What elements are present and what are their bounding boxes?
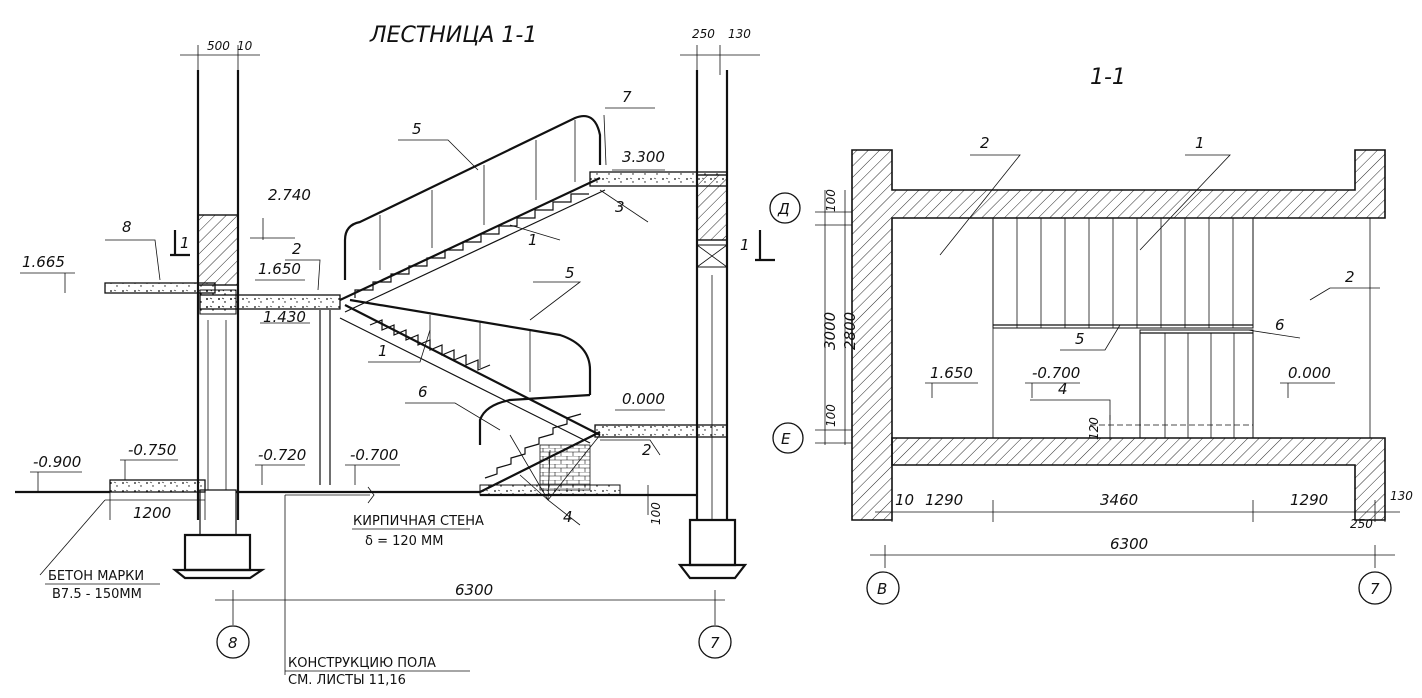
floor-note-line1: КОНСТРУКЦИЮ ПОЛА bbox=[288, 656, 436, 671]
plan-axis-7: 7 bbox=[1370, 580, 1380, 598]
plan-dim-6300: 6300 bbox=[1110, 535, 1148, 553]
plan-axis-B: В bbox=[877, 580, 887, 598]
plan-title: 1-1 bbox=[1090, 65, 1126, 90]
dim-130: 130 bbox=[728, 27, 751, 41]
plan-axis-D: Д bbox=[777, 200, 790, 218]
top-dims-left: 500 10 bbox=[180, 39, 260, 75]
level-3300: 3.300 bbox=[622, 148, 665, 166]
level-0000: 0.000 bbox=[622, 390, 665, 408]
plan-dim-130: 130 bbox=[1390, 489, 1413, 503]
plan-callout-6: 6 bbox=[1275, 316, 1285, 334]
plan-dim-3000: 3000 bbox=[821, 312, 839, 350]
plan-callouts: 1 2 2 4 5 6 1.650 -0.700 0.000 bbox=[925, 134, 1380, 420]
plan-walls bbox=[851, 149, 1386, 521]
dim-6300-section: 6300 bbox=[455, 581, 493, 599]
plan-dim-1290-right: 1290 bbox=[1290, 491, 1328, 509]
callout-5-lower: 5 bbox=[565, 264, 575, 282]
plan-stair-flights bbox=[992, 217, 1254, 439]
plan-dim-120: 120 bbox=[1087, 417, 1101, 440]
callout-1-lower: 1 bbox=[378, 342, 388, 360]
level-minus-0720: -0.720 bbox=[258, 446, 306, 464]
plan-dim-10: 10 bbox=[895, 491, 914, 509]
plan-callout-2-left: 2 bbox=[980, 134, 990, 152]
plan-dim-2800: 2800 bbox=[841, 312, 859, 350]
plan-dim-100-top: 100 bbox=[824, 189, 838, 212]
section-title: ЛЕСТНИЦА 1-1 bbox=[369, 23, 537, 48]
brick-wall-label: КИРПИЧНАЯ СТЕНА bbox=[353, 514, 484, 529]
dim-500: 500 bbox=[207, 39, 230, 53]
plan-axis-E: Е bbox=[781, 430, 791, 448]
section-bottom-dims: 1200 100 6300 8 7 bbox=[105, 485, 732, 659]
plan-dim-100-bottom: 100 bbox=[824, 404, 838, 427]
dim-100: 100 bbox=[649, 502, 663, 525]
plan-level-0000: 0.000 bbox=[1288, 364, 1331, 382]
plan-callout-5: 5 bbox=[1075, 330, 1085, 348]
axis-8: 8 bbox=[228, 634, 238, 652]
dim-250: 250 bbox=[692, 27, 715, 41]
cut-marker-right: 1 bbox=[740, 236, 750, 254]
brick-wall-thickness: δ = 120 ММ bbox=[365, 534, 444, 549]
cut-marker-left: 1 bbox=[180, 234, 190, 252]
section-drawing: ЛЕСТНИЦА 1-1 500 10 bbox=[15, 23, 775, 688]
left-wall bbox=[171, 70, 266, 580]
dim-1200: 1200 bbox=[133, 504, 171, 522]
plan-dim-3460: 3460 bbox=[1100, 491, 1138, 509]
plan-dim-250: 250 bbox=[1350, 517, 1373, 531]
plan-vert-dims: 100 2800 3000 100 120 Д Е bbox=[769, 189, 1111, 454]
plan-callout-1: 1 bbox=[1195, 134, 1205, 152]
callout-2-left: 2 bbox=[292, 240, 302, 258]
level-minus-0750: -0.750 bbox=[128, 441, 176, 459]
level-2740: 2.740 bbox=[268, 186, 311, 204]
callout-8: 8 bbox=[122, 218, 132, 236]
plan-drawing: 1-1 bbox=[769, 65, 1413, 605]
callout-2-right: 2 bbox=[642, 441, 652, 459]
level-1665: 1.665 bbox=[22, 253, 65, 271]
plan-dim-1290-left: 1290 bbox=[925, 491, 963, 509]
level-1430: 1.430 bbox=[263, 308, 306, 326]
level-1650: 1.650 bbox=[258, 260, 301, 278]
callout-7: 7 bbox=[622, 88, 632, 106]
level-minus-0700: -0.700 bbox=[350, 446, 398, 464]
axis-7-section: 7 bbox=[710, 634, 720, 652]
section-callouts: 5 7 3.300 3 1 5 1 6 2.740 2 8 1.665 bbox=[20, 88, 665, 526]
dim-10: 10 bbox=[237, 39, 253, 53]
upper-flight bbox=[339, 114, 607, 313]
level-minus-0900: -0.900 bbox=[33, 453, 81, 471]
lower-flight bbox=[339, 298, 621, 496]
plan-level-minus-0700: -0.700 bbox=[1032, 364, 1080, 382]
callout-3: 3 bbox=[615, 198, 625, 216]
callout-5-upper: 5 bbox=[412, 120, 422, 138]
slabs bbox=[15, 171, 728, 497]
plan-callout-4: 4 bbox=[1058, 380, 1068, 398]
section-notes: КИРПИЧНАЯ СТЕНА δ = 120 ММ БЕТОН МАРКИ В… bbox=[39, 486, 484, 688]
callout-6: 6 bbox=[418, 383, 428, 401]
plan-horiz-dims: 10 1290 3460 1290 130 250 6300 В 7 bbox=[866, 489, 1413, 605]
callout-1-upper: 1 bbox=[528, 231, 538, 249]
plan-level-1650: 1.650 bbox=[930, 364, 973, 382]
callout-4: 4 bbox=[563, 508, 573, 526]
cut-markers: 1 1 bbox=[170, 230, 775, 262]
concrete-grade: В7.5 - 150ММ bbox=[52, 587, 142, 602]
plan-callout-2-right: 2 bbox=[1345, 268, 1355, 286]
concrete-label: БЕТОН МАРКИ bbox=[48, 569, 144, 584]
floor-note-line2: СМ. ЛИСТЫ 11,16 bbox=[288, 673, 406, 688]
